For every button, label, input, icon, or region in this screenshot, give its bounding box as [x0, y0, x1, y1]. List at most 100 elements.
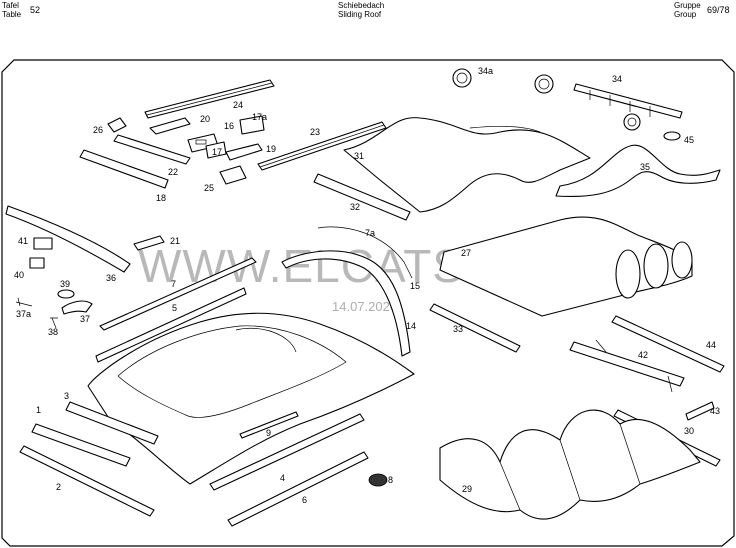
part-14-frame — [281, 250, 411, 357]
part-23-rail — [257, 121, 387, 171]
callout-6: 6 — [302, 495, 307, 505]
callout-34: 34 — [612, 74, 622, 84]
part-17a-clip — [239, 115, 265, 135]
callout-1: 1 — [36, 405, 41, 415]
part-37a-screw — [15, 297, 33, 307]
table-label-en: Table — [2, 10, 22, 19]
callout-44: 44 — [706, 340, 716, 350]
group-number: 69/78 — [707, 5, 730, 15]
callout-37a: 37a — [16, 309, 31, 319]
callout-29: 29 — [462, 484, 472, 494]
part-29-pleated-fabric — [439, 409, 701, 520]
part-34-rail — [573, 83, 683, 119]
callout-3: 3 — [64, 391, 69, 401]
part-32-rail — [313, 173, 411, 221]
part-19-bracket — [225, 143, 263, 161]
callout-labels: 34a 34 24 20 17a 16 26 23 45 17 19 31 35… — [14, 66, 720, 505]
part-31-fabric-fold — [469, 125, 541, 133]
callout-23: 23 — [310, 127, 320, 137]
part-44-rail — [611, 315, 725, 373]
callout-25: 25 — [204, 183, 214, 193]
callout-16: 16 — [224, 121, 234, 131]
part-39-washer — [57, 289, 75, 299]
callout-21: 21 — [170, 236, 180, 246]
part-41-switch — [33, 237, 53, 250]
title-de: Schiebedach — [338, 1, 385, 10]
part-21-bracket — [133, 235, 165, 251]
callout-31: 31 — [354, 151, 364, 161]
callout-27: 27 — [461, 248, 471, 258]
callout-9: 9 — [266, 428, 271, 438]
part-27-folding-roof — [439, 216, 693, 317]
part-6-rail — [227, 451, 369, 527]
callout-41: 41 — [18, 236, 28, 246]
watermark-date: 14.07.2026 — [332, 299, 397, 314]
diagram-frame — [1, 59, 735, 547]
part-7-seal — [99, 257, 257, 331]
callout-19: 19 — [266, 144, 276, 154]
callout-26: 26 — [93, 125, 103, 135]
callout-45: 45 — [684, 135, 694, 145]
part-42-mechanism — [569, 339, 685, 393]
callout-2: 2 — [56, 482, 61, 492]
callout-37: 37 — [80, 314, 90, 324]
callout-17: 17 — [212, 147, 222, 157]
callout-36: 36 — [106, 273, 116, 283]
callout-35: 35 — [640, 162, 650, 172]
header-table: Tafel Table 52 — [2, 1, 40, 19]
part-25-block — [219, 165, 247, 185]
roof-body — [87, 312, 415, 485]
group-label-de: Gruppe — [674, 1, 701, 10]
header-group: Gruppe Group 69/78 — [674, 1, 730, 19]
callout-4: 4 — [280, 473, 285, 483]
part-20-guide — [149, 117, 191, 135]
group-label-en: Group — [674, 10, 697, 19]
callout-7a: 7a — [365, 228, 375, 238]
callout-8: 8 — [388, 475, 393, 485]
callout-24: 24 — [233, 100, 243, 110]
title-en: Sliding Roof — [338, 10, 382, 19]
table-number: 52 — [30, 5, 41, 15]
part-24-rail — [144, 79, 275, 119]
callout-5: 5 — [172, 303, 177, 313]
callout-33: 33 — [453, 324, 463, 334]
callout-7: 7 — [171, 279, 176, 289]
part-18-rail — [79, 149, 169, 189]
callout-17a: 17a — [252, 112, 267, 122]
part-43-strip — [685, 401, 715, 421]
part-45-cap — [663, 131, 681, 141]
part-37-clip — [61, 300, 93, 315]
callout-18: 18 — [156, 193, 166, 203]
part-4-rail — [209, 413, 365, 491]
part-34a-spring — [452, 68, 641, 131]
part-35-strip — [555, 144, 721, 197]
header-title: Schiebedach Sliding Roof — [338, 1, 384, 19]
part-17-clip — [205, 141, 227, 159]
callout-38: 38 — [48, 327, 58, 337]
part-22-rail — [113, 134, 191, 165]
part-7a-cable — [317, 226, 413, 279]
part-1-seal — [31, 423, 131, 467]
part-26-bracket — [107, 117, 127, 133]
callout-43: 43 — [710, 406, 720, 416]
part-31-fabric — [343, 117, 591, 213]
callout-22: 22 — [168, 167, 178, 177]
table-label-de: Tafel — [2, 1, 19, 10]
part-5-seal — [95, 287, 247, 363]
part-33-rail — [429, 303, 521, 353]
callout-42: 42 — [638, 350, 648, 360]
part-36-side-rail — [5, 205, 131, 273]
callout-20: 20 — [200, 114, 210, 124]
callout-15: 15 — [410, 281, 420, 291]
callout-34a: 34a — [478, 66, 493, 76]
part-9-trim — [239, 411, 299, 439]
part-3-seal — [65, 401, 159, 445]
callout-32: 32 — [350, 202, 360, 212]
part-2-rail — [19, 445, 155, 517]
part-8-grommet — [368, 473, 388, 487]
callout-14: 14 — [406, 321, 416, 331]
callout-30: 30 — [684, 426, 694, 436]
callout-39: 39 — [60, 279, 70, 289]
part-38-screw — [50, 317, 58, 329]
